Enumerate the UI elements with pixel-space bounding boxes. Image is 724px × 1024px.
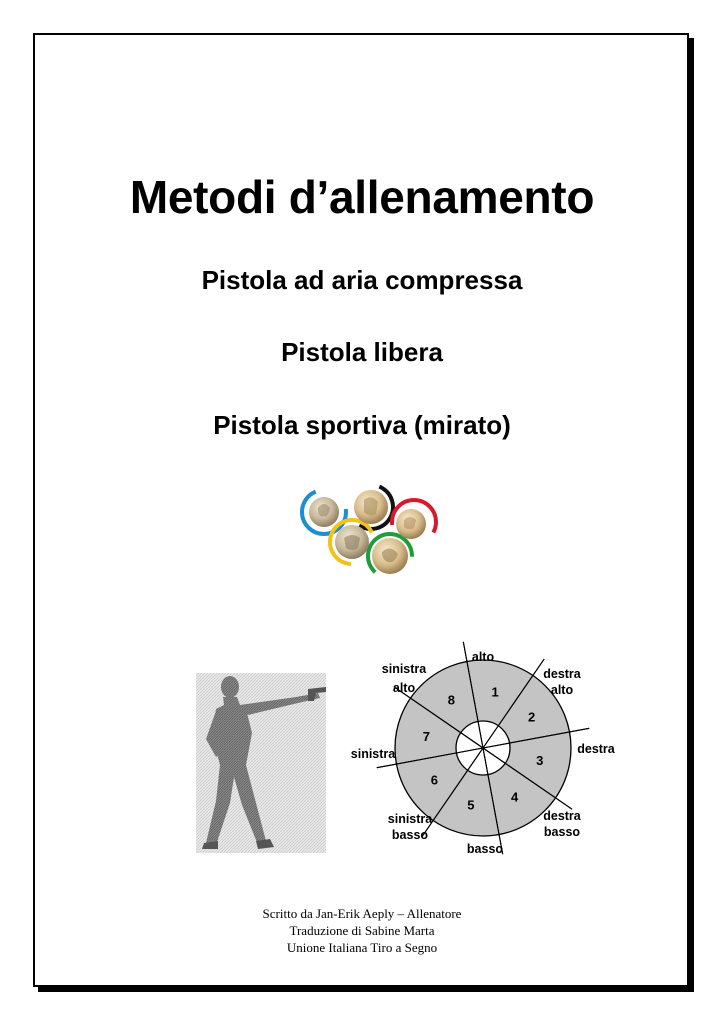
target-spoke [482, 747, 573, 810]
subtitle-air-pistol: Pistola ad aria compressa [201, 265, 523, 295]
label-sinistra: sinistra [351, 747, 397, 761]
label-alto: alto [472, 650, 495, 664]
pistol-shooter-image [196, 673, 326, 853]
label-destra-alto-1: destra [543, 667, 582, 681]
label-destra: destra [577, 742, 616, 756]
label-destra-basso-1: destra [543, 809, 582, 823]
subtitle-sport-pistol: Pistola sportiva (mirato) [213, 410, 511, 440]
target-sector-number: 2 [528, 709, 535, 724]
label-basso: basso [467, 842, 503, 856]
credit-author: Scritto da Jan-Erik Aeply – Allenatore [262, 906, 462, 921]
label-sinistra-basso-2: basso [392, 828, 428, 842]
olympic-medals-image [300, 483, 438, 580]
label-destra-alto-2: alto [551, 683, 574, 697]
target-sector-number: 5 [467, 798, 474, 813]
target-sector-number: 4 [511, 790, 519, 805]
author-credits: Scritto da Jan-Erik Aeply – Allenatore T… [0, 905, 724, 956]
target-spoke [482, 747, 504, 855]
label-sinistra-alto-2: alto [393, 681, 416, 695]
target-spoke [393, 686, 484, 749]
target-sector-number: 3 [536, 753, 543, 768]
target-sector-number: 1 [491, 684, 498, 699]
ring-yellow [328, 518, 376, 566]
target-spoke [482, 727, 590, 749]
target-spoke [421, 747, 484, 838]
ring-black [347, 483, 395, 532]
subtitle-free-pistol: Pistola libera [281, 337, 443, 367]
target-spoke [376, 747, 484, 769]
ring-red [390, 498, 438, 546]
credit-organization: Unione Italiana Tiro a Segno [286, 940, 438, 955]
target-sector-number: 8 [448, 692, 455, 707]
ring-green [366, 532, 414, 580]
page-title: Metodi d’allenamento [129, 171, 595, 223]
label-sinistra-alto-1: sinistra [382, 662, 428, 676]
target-sector-number: 7 [423, 729, 430, 744]
target-spoke [482, 658, 545, 749]
target-spoke [462, 641, 484, 749]
label-sinistra-basso-1: sinistra [388, 812, 434, 826]
target-sector-number: 6 [431, 773, 438, 788]
ring-blue [300, 488, 348, 536]
credit-translator: Traduzione di Sabine Marta [289, 923, 435, 938]
label-destra-basso-2: basso [544, 825, 580, 839]
